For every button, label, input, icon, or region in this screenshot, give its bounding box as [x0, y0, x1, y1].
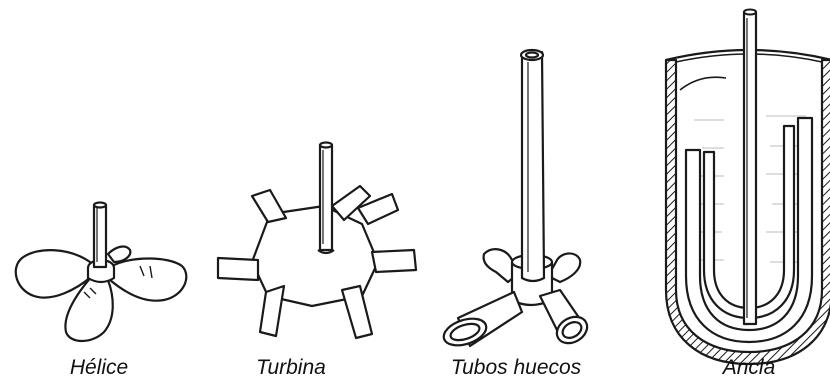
hollow-tube-back-right	[546, 252, 582, 284]
turbine-shaft	[318, 143, 334, 252]
anchor-shaft	[742, 10, 758, 326]
hollow-tubes-shaft	[520, 50, 546, 283]
anchor-impeller	[664, 8, 830, 366]
turbine-blade-top-left	[250, 188, 288, 224]
turbine-blade-right	[370, 248, 418, 274]
caption-tubos-huecos: Tubos huecos	[450, 356, 582, 379]
anchor-blade	[684, 116, 814, 344]
propeller-blade-bottom	[64, 274, 114, 343]
turbine-blade-left	[216, 256, 260, 282]
caption-ancla: Ancla	[722, 356, 776, 379]
caption-turbina: Turbina	[256, 356, 326, 379]
propeller-shaft	[92, 203, 108, 269]
turbine-blade-right-upper	[356, 192, 400, 226]
turbine-blade-bottom-right	[340, 284, 374, 340]
propeller-blade-back	[106, 245, 132, 264]
turbine-blade-bottom-left	[258, 284, 286, 338]
anchor-vessel-wall	[664, 58, 830, 366]
propeller-blade-left	[14, 249, 94, 299]
propeller-impeller	[14, 201, 188, 343]
hollow-tubes-impeller	[442, 48, 589, 348]
turbine-blade-top-right	[330, 184, 372, 222]
propeller-blade-right	[108, 257, 188, 302]
turbine-impeller	[216, 141, 418, 340]
caption-helice: Hélice	[69, 356, 129, 379]
anchor-inner-arm	[702, 124, 796, 320]
